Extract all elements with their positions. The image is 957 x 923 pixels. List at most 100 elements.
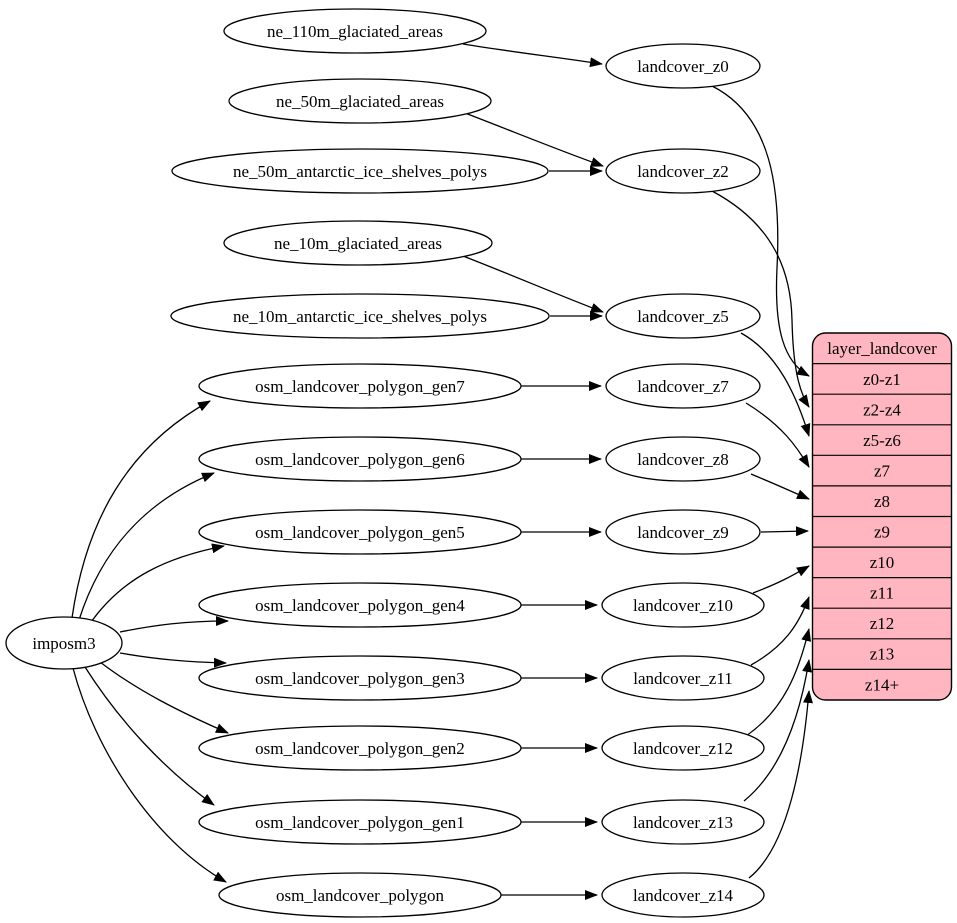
node-ne_10m_antarctic_ice_shelves_polys: ne_10m_antarctic_ice_shelves_polys: [170, 293, 550, 339]
node-osm_landcover_polygon_gen6: osm_landcover_polygon_gen6: [198, 436, 522, 482]
node-label: landcover_z11: [633, 669, 732, 688]
node-osm_landcover_polygon_gen1: osm_landcover_polygon_gen1: [198, 799, 522, 845]
node-ellipse: [170, 293, 550, 339]
record-row-z5-z6: z5-z6: [863, 431, 901, 450]
edge-landcover_z10-to-row-z10: [752, 565, 810, 594]
node-label: osm_landcover_polygon_gen5: [255, 523, 465, 542]
node-label: osm_landcover_polygon_gen1: [255, 813, 465, 832]
node-ellipse: [218, 872, 502, 918]
edge-landcover_z14-to-row-z14: [748, 690, 813, 879]
node-ellipse: [5, 616, 123, 670]
record-row-z7: z7: [874, 462, 891, 481]
node-ne_10m_glaciated_areas: ne_10m_glaciated_areas: [223, 220, 493, 266]
node-ellipse: [198, 509, 522, 555]
node-label: landcover_z0: [637, 57, 729, 76]
node-landcover_z8: landcover_z8: [605, 436, 761, 482]
node-osm_landcover_polygon_gen3: osm_landcover_polygon_gen3: [198, 655, 522, 701]
record-row-z11: z11: [870, 584, 894, 603]
node-label: osm_landcover_polygon: [276, 886, 445, 905]
edge-landcover_z8-to-row-z8: [750, 473, 810, 500]
node-ellipse: [605, 293, 761, 339]
edge-landcover_z0-to-row-z0-z1: [711, 85, 810, 377]
edge-imposm3-to-osm_landcover_polygon_gen4: [119, 616, 229, 633]
node-ellipse: [601, 725, 765, 771]
record-row-z0-z1: z0-z1: [863, 370, 901, 389]
node-landcover_z13: landcover_z13: [601, 799, 765, 845]
node-ellipse: [223, 220, 493, 266]
node-landcover_z11: landcover_z11: [601, 655, 765, 701]
node-label: ne_50m_antarctic_ice_shelves_polys: [233, 162, 487, 181]
node-ellipse: [601, 799, 765, 845]
node-label: landcover_z2: [637, 162, 729, 181]
edge-ne_110m_glaciated_areas-to-landcover_z0: [462, 43, 603, 68]
record-row-z13: z13: [870, 645, 895, 664]
node-label: landcover_z7: [637, 377, 729, 396]
node-ellipse: [171, 148, 549, 194]
record-row-z8: z8: [874, 492, 890, 511]
node-imposm3: imposm3: [5, 616, 123, 670]
edge-imposm3-to-osm_landcover_polygon_gen3: [119, 652, 227, 668]
edge-layer: [71, 43, 813, 900]
node-landcover_z14: landcover_z14: [601, 872, 765, 918]
node-label: landcover_z12: [633, 739, 733, 758]
edge-landcover_z9-to-row-z9: [760, 526, 809, 537]
node-label: landcover_z8: [637, 450, 729, 469]
edge-imposm3-to-osm_landcover_polygon_gen6: [78, 472, 215, 621]
edge-imposm3-to-osm_landcover_polygon_gen1: [84, 666, 215, 806]
node-osm_landcover_polygon_gen7: osm_landcover_polygon_gen7: [198, 363, 522, 409]
edge-landcover_z12-to-row-z12: [745, 628, 812, 737]
node-label: landcover_z13: [633, 813, 733, 832]
record-row-z14: z14+: [865, 676, 899, 695]
node-landcover_z5: landcover_z5: [605, 293, 761, 339]
node-ellipse: [223, 8, 487, 54]
node-label: landcover_z5: [637, 307, 729, 326]
record-row-z10: z10: [870, 553, 895, 572]
node-ellipse: [198, 655, 522, 701]
node-ne_50m_antarctic_ice_shelves_polys: ne_50m_antarctic_ice_shelves_polys: [171, 148, 549, 194]
node-ellipse: [228, 78, 492, 124]
node-label: osm_landcover_polygon_gen2: [255, 739, 465, 758]
node-ellipse: [198, 436, 522, 482]
record-row-z12: z12: [870, 614, 895, 633]
edge-imposm3-to-osm_landcover_polygon_gen2: [99, 661, 229, 734]
node-osm_landcover_polygon_gen2: osm_landcover_polygon_gen2: [198, 725, 522, 771]
node-ne_110m_glaciated_areas: ne_110m_glaciated_areas: [223, 8, 487, 54]
edge-imposm3-to-osm_landcover_polygon_gen7: [71, 400, 211, 619]
node-label: landcover_z9: [637, 523, 729, 542]
node-landcover_z7: landcover_z7: [605, 363, 761, 409]
record-layer-landcover: layer_landcover z0-z1 z2-z4 z5-z6 z7 z8 …: [811, 332, 953, 701]
edge-imposm3-to-osm_landcover_polygon: [72, 667, 227, 883]
node-label: ne_50m_glaciated_areas: [276, 92, 444, 111]
node-ellipse: [601, 655, 765, 701]
edge-landcover_z2-to-row-z2-z4: [711, 190, 810, 408]
node-landcover_z10: landcover_z10: [601, 582, 765, 628]
node-ellipse: [198, 799, 522, 845]
edge-ne_50m_glaciated_areas-to-landcover_z2: [464, 112, 604, 167]
node-ellipse: [605, 436, 761, 482]
node-osm_landcover_polygon_gen5: osm_landcover_polygon_gen5: [198, 509, 522, 555]
edge-imposm3-to-osm_landcover_polygon_gen5: [88, 543, 225, 626]
node-ne_50m_glaciated_areas: ne_50m_glaciated_areas: [228, 78, 492, 124]
node-label: ne_10m_antarctic_ice_shelves_polys: [233, 307, 487, 326]
node-ellipse: [605, 363, 761, 409]
node-ellipse: [605, 43, 761, 89]
node-ellipse: [601, 872, 765, 918]
node-label: landcover_z10: [633, 596, 733, 615]
record-header: layer_landcover: [827, 339, 937, 358]
record-row-z9: z9: [874, 523, 890, 542]
edge-landcover_z13-to-row-z13: [743, 659, 813, 802]
node-ellipse: [198, 582, 522, 628]
edge-landcover_z11-to-row-z11: [750, 596, 810, 666]
edge-ne_10m_glaciated_areas-to-landcover_z5: [462, 255, 604, 313]
node-ellipse: [198, 363, 522, 409]
node-label: ne_110m_glaciated_areas: [267, 22, 443, 41]
record-row-z2-z4: z2-z4: [863, 401, 901, 420]
node-ellipse: [605, 148, 761, 194]
node-landcover_z0: landcover_z0: [605, 43, 761, 89]
node-label: osm_landcover_polygon_gen3: [255, 669, 465, 688]
node-label: osm_landcover_polygon_gen7: [255, 377, 465, 396]
node-osm_landcover_polygon: osm_landcover_polygon: [218, 872, 502, 918]
node-osm_landcover_polygon_gen4: osm_landcover_polygon_gen4: [198, 582, 522, 628]
